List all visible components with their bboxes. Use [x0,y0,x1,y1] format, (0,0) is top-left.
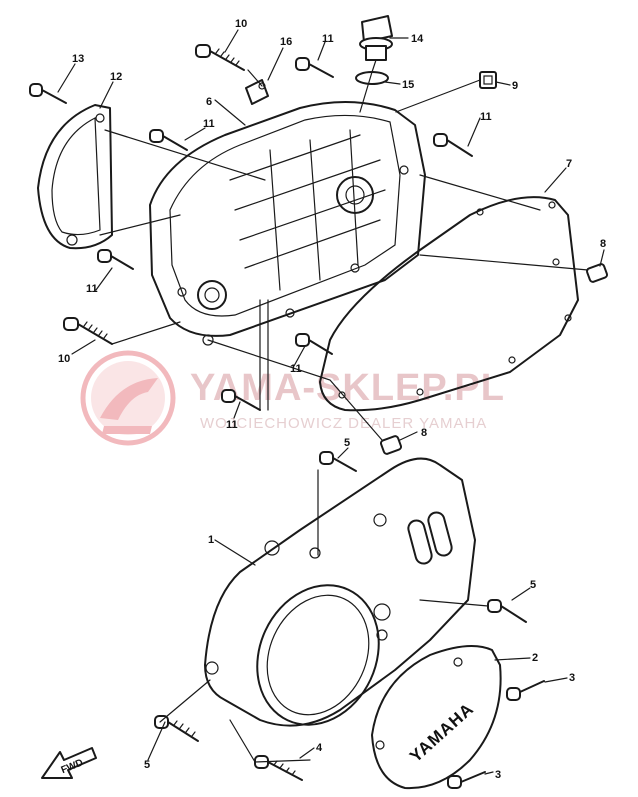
callout-8-upper: 8 [600,238,606,250]
callout-10-lower: 10 [58,353,70,365]
watermark: YAMA-SKLEP.PL WOJCIECHOWICZ DEALER YAMAH… [80,350,505,446]
screw-13 [29,83,67,104]
nut [479,71,497,89]
callout-3-upper: 3 [569,672,575,684]
callout-11-top: 11 [322,33,334,45]
oil-filler-cap [359,15,393,61]
screw-4 [254,755,303,781]
screw-11-a [295,57,334,78]
clamp [245,79,269,105]
callout-11-mid: 11 [86,283,98,295]
callout-11-center: 11 [290,363,302,375]
callout-leaders [57,29,605,775]
watermark-brand: YAMA-SKLEP.PL [190,367,505,409]
callout-1: 1 [208,534,214,546]
callout-13: 13 [72,53,84,65]
screw-3-b [447,771,486,789]
screw-11-d [97,249,134,270]
callout-numbers: 10 16 11 14 15 9 13 12 6 11 11 7 8 11 10… [58,18,606,781]
callout-11-right: 11 [480,111,492,123]
forward-direction-marker: FWD [41,747,97,779]
crankcase-cover-outer [204,457,476,727]
screw-3-a [506,680,545,701]
screw-5-a [319,451,357,472]
callout-10-upper: 10 [235,18,247,30]
callout-12: 12 [110,71,122,83]
clutch-cover: YAMAHA [371,645,502,790]
screw-11-b [149,129,188,151]
watermark-logo [80,350,176,446]
callout-6: 6 [206,96,212,108]
callout-5-top: 5 [344,437,350,449]
callout-14: 14 [411,33,424,45]
callout-11-bottom: 11 [226,419,238,431]
watermark-tagline: WOJCIECHOWICZ DEALER YAMAHA [200,415,487,432]
screw-11-f [221,389,261,411]
screw-11-e [295,333,333,355]
callout-5-right: 5 [530,579,536,591]
small-cover [37,104,113,250]
callout-7: 7 [566,158,572,170]
screw-10-upper [195,44,245,71]
dowel-pin-lower [379,435,403,455]
callout-9: 9 [512,80,518,92]
yamaha-emblem: YAMAHA [406,699,477,766]
callout-16: 16 [280,36,292,48]
screw-10-lower [63,317,113,345]
callout-8-lower: 8 [421,427,427,439]
screw-5-c [154,715,199,742]
screw-5-b [487,599,527,623]
dowel-pin-upper [585,263,609,283]
callout-15: 15 [402,79,414,91]
callout-4: 4 [316,742,323,754]
gasket [319,196,579,412]
crankcase-cover-inner [149,101,426,346]
callout-3-lower: 3 [495,769,501,781]
callout-2: 2 [532,652,538,664]
callout-11-left: 11 [203,118,215,130]
callout-5-left: 5 [144,759,150,771]
screw-11-c [433,133,473,157]
assembly-lines [99,59,589,763]
